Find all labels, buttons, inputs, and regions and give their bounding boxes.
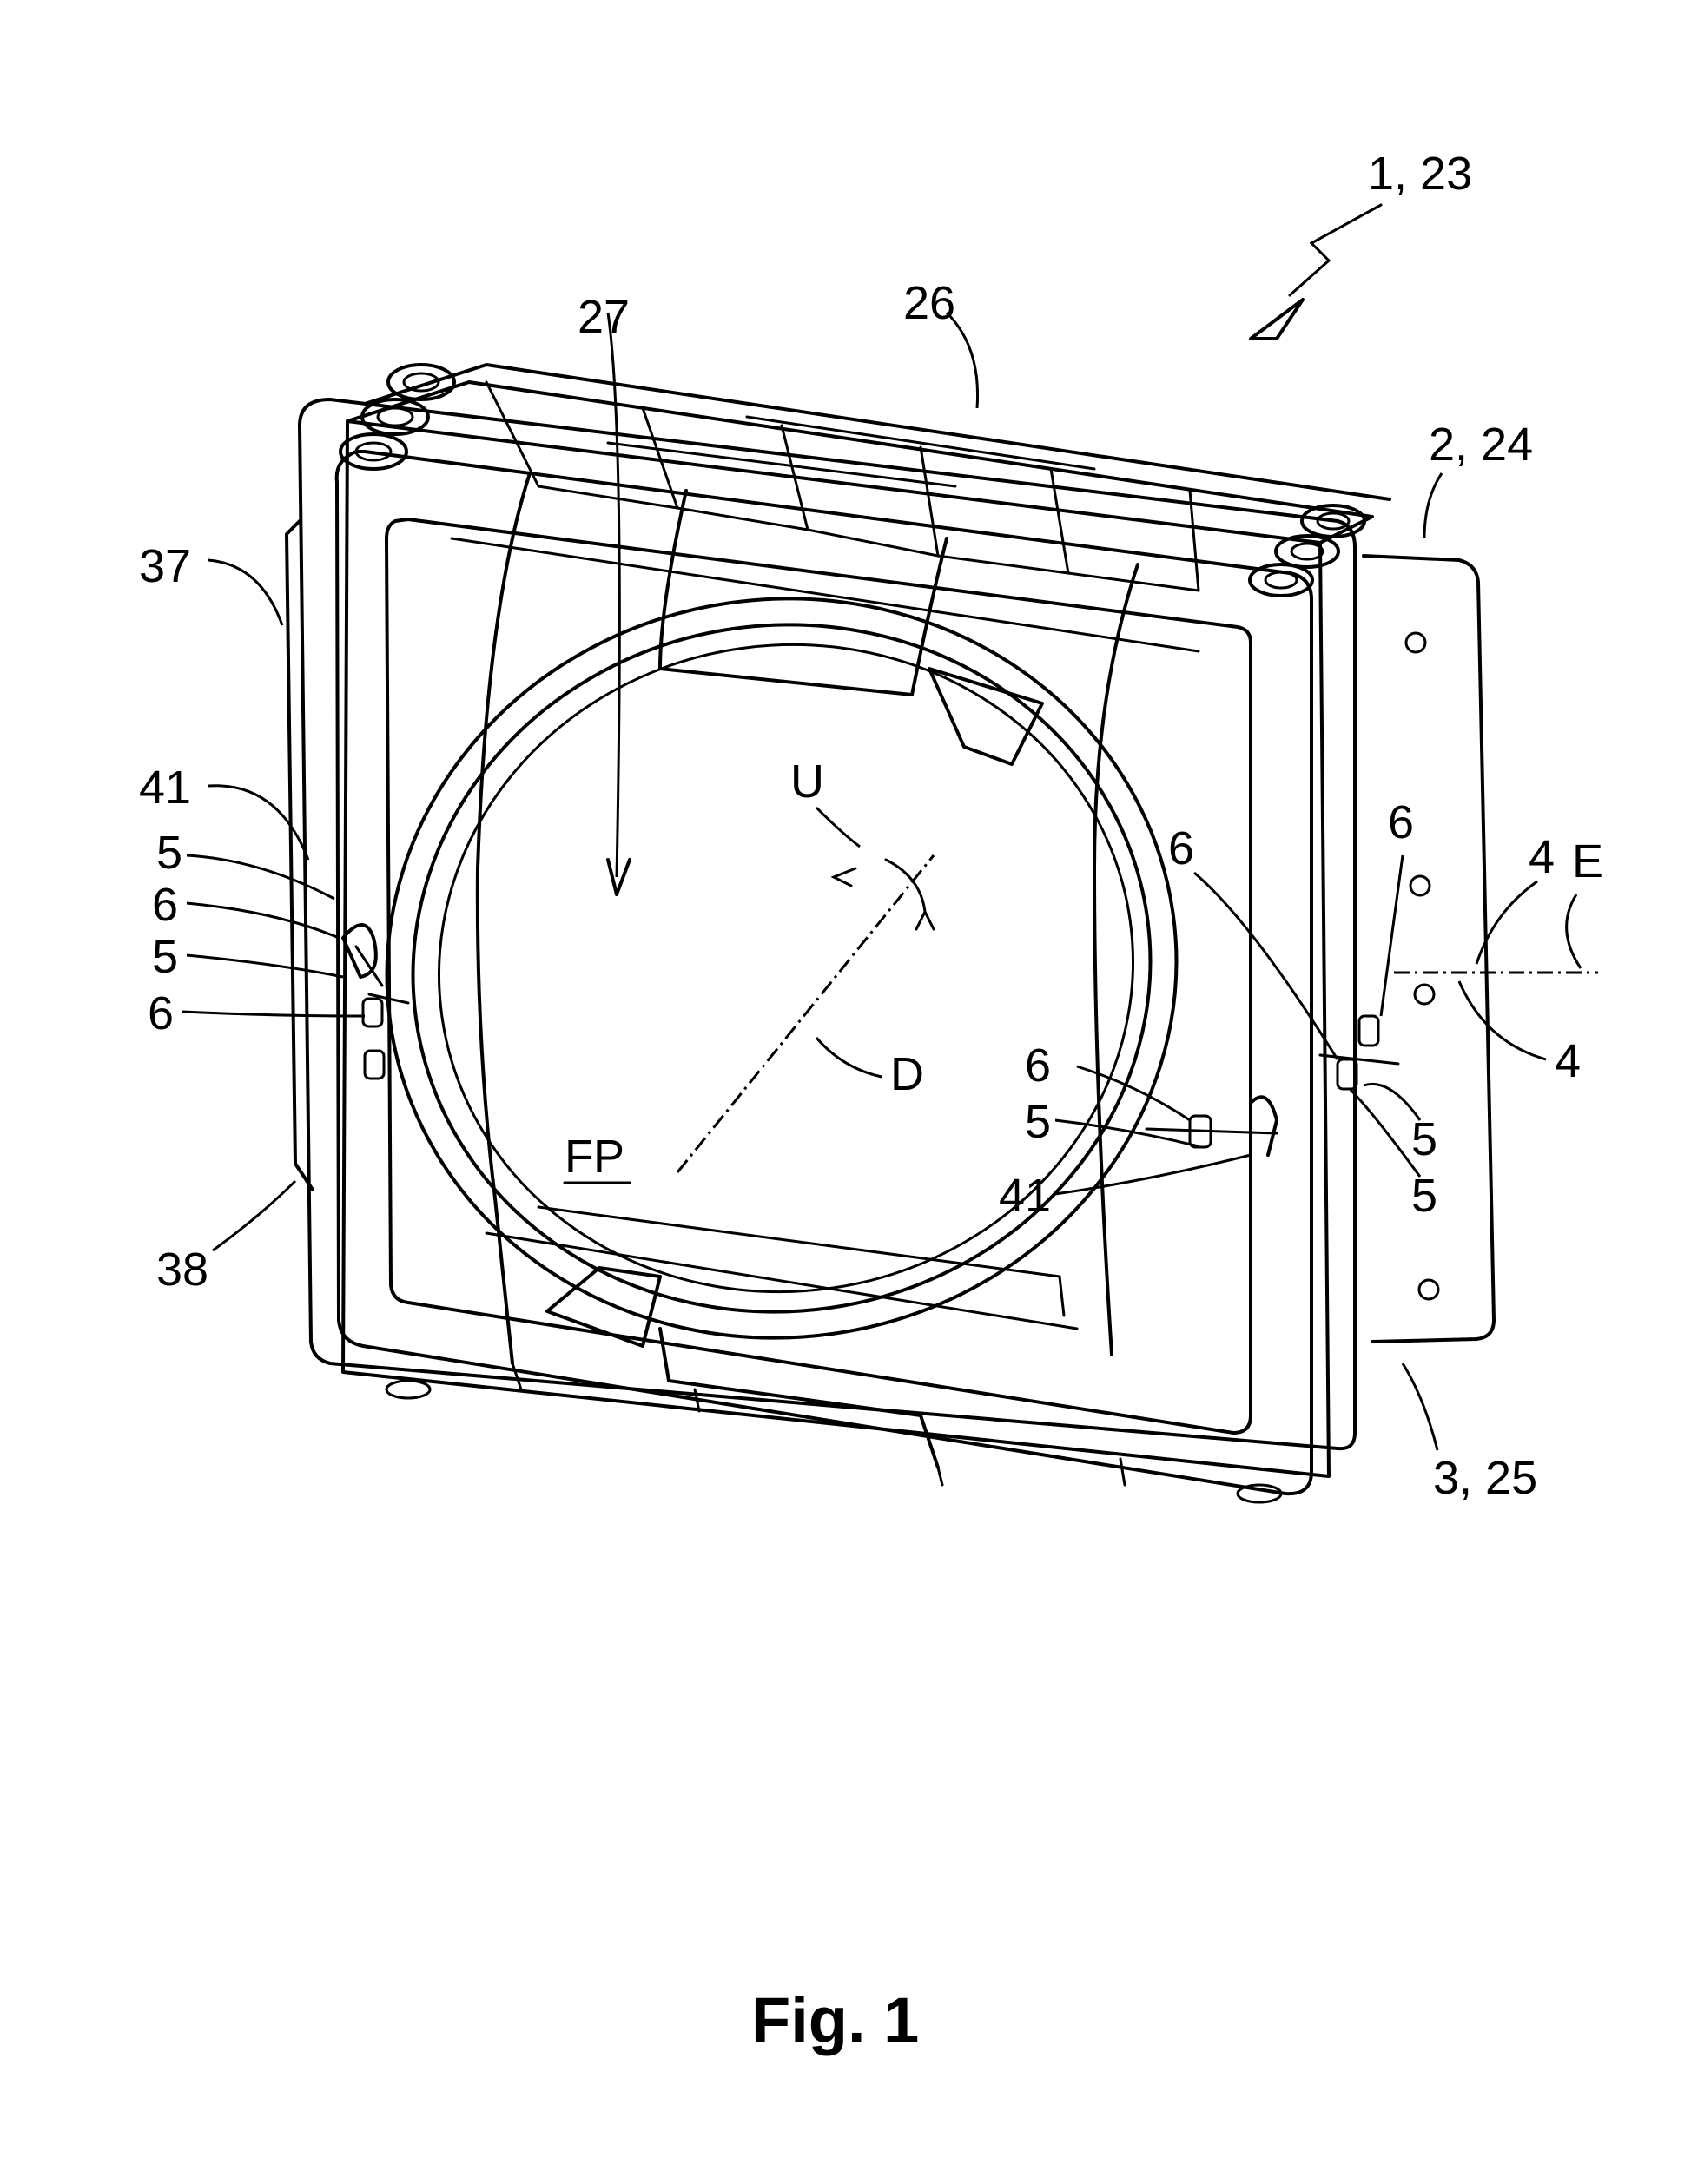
label-5-right-b: 5 xyxy=(1411,1170,1437,1222)
label-1-23: 1, 23 xyxy=(1368,148,1472,200)
reference-labels: 1, 23 26 27 2, 24 37 41 5 6 5 6 U D FP 6… xyxy=(139,148,1603,1504)
label-6-mid-b: 6 xyxy=(1388,796,1414,848)
label-6-mid-c: 6 xyxy=(1025,1039,1051,1092)
rotation-arrow xyxy=(884,858,927,914)
label-26: 26 xyxy=(903,277,955,329)
label-6-mid-a: 6 xyxy=(1168,822,1194,874)
label-6-left-b: 6 xyxy=(148,987,174,1039)
device-illustration xyxy=(285,363,1496,1504)
label-6-left-a: 6 xyxy=(152,879,178,931)
label-5-left-a: 5 xyxy=(156,827,182,879)
axis-D xyxy=(676,854,935,1173)
label-5-right-a: 5 xyxy=(1411,1113,1437,1165)
label-41-left: 41 xyxy=(139,762,191,814)
label-41-mid: 41 xyxy=(999,1170,1051,1222)
label-27: 27 xyxy=(578,291,630,343)
label-5-mid: 5 xyxy=(1025,1096,1051,1148)
label-4-top: 4 xyxy=(1529,831,1555,883)
label-38: 38 xyxy=(156,1244,208,1296)
label-D: D xyxy=(890,1048,924,1100)
label-FP: FP xyxy=(565,1131,624,1183)
label-3-25: 3, 25 xyxy=(1433,1452,1537,1504)
label-4-bottom: 4 xyxy=(1555,1035,1581,1087)
label-2-24: 2, 24 xyxy=(1429,419,1533,471)
label-5-left-b: 5 xyxy=(152,931,178,983)
label-37: 37 xyxy=(139,540,191,592)
label-U: U xyxy=(790,755,824,808)
figure-caption: Fig. 1 xyxy=(751,1984,919,2056)
label-E: E xyxy=(1572,835,1603,887)
